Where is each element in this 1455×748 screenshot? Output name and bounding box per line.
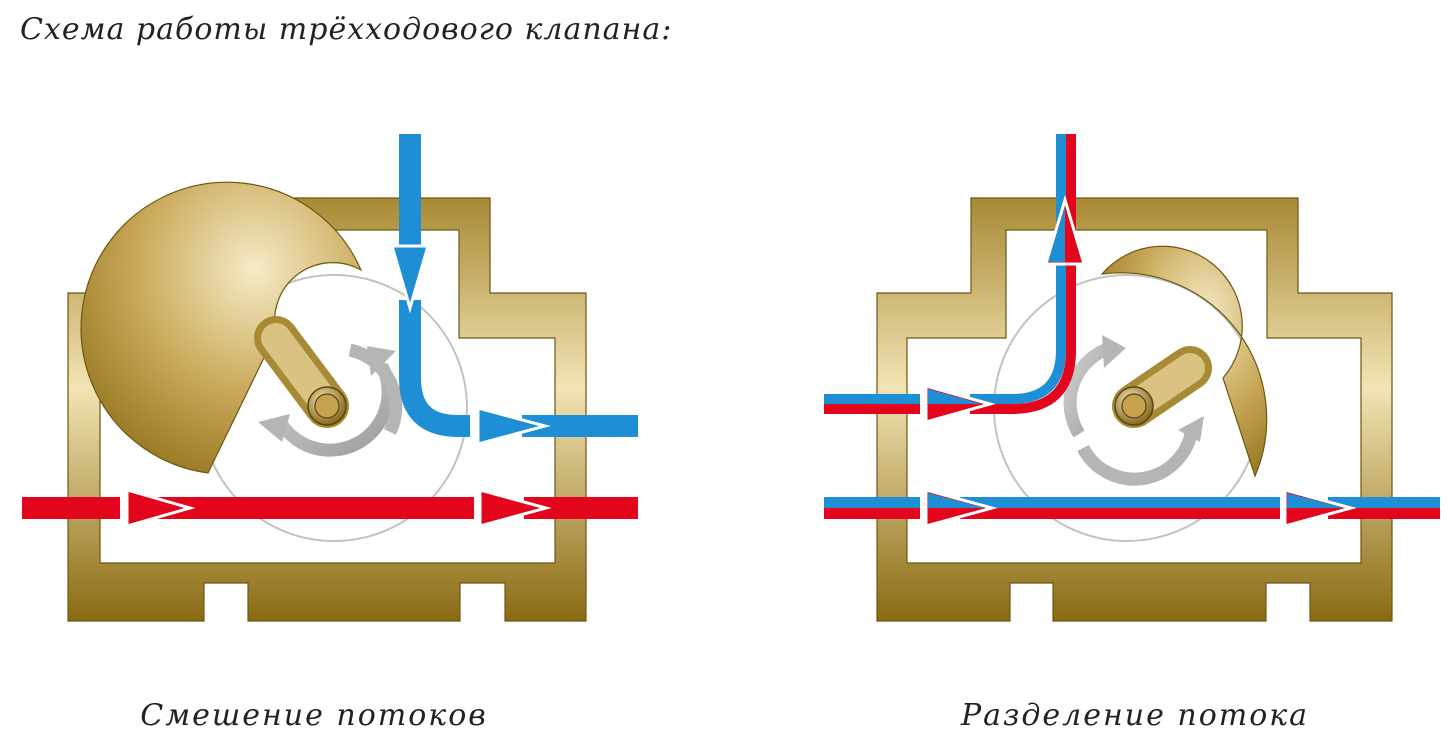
valve-gate-right <box>1100 245 1268 478</box>
mixed-flow-up-right <box>824 134 1087 424</box>
mixed-flow-through-right <box>824 488 1440 528</box>
circular-arrows-icon <box>1063 335 1204 486</box>
arrowhead-icon <box>476 406 551 446</box>
valve-gate-left <box>80 181 363 474</box>
hot-flow-left <box>22 488 638 528</box>
caption-mixing: Смешение потоков <box>140 698 488 733</box>
circular-arrows-icon <box>258 343 403 457</box>
splitting-diagram <box>824 134 1440 622</box>
mixing-diagram <box>22 134 638 622</box>
arrowhead-icon <box>390 244 430 314</box>
arrowhead-icon <box>125 488 196 528</box>
arrowhead-icon <box>478 488 552 528</box>
cold-flow-left <box>390 134 638 446</box>
caption-splitting: Разделение потока <box>960 698 1310 733</box>
page-title: Схема работы трёхходового клапана: <box>20 12 673 47</box>
